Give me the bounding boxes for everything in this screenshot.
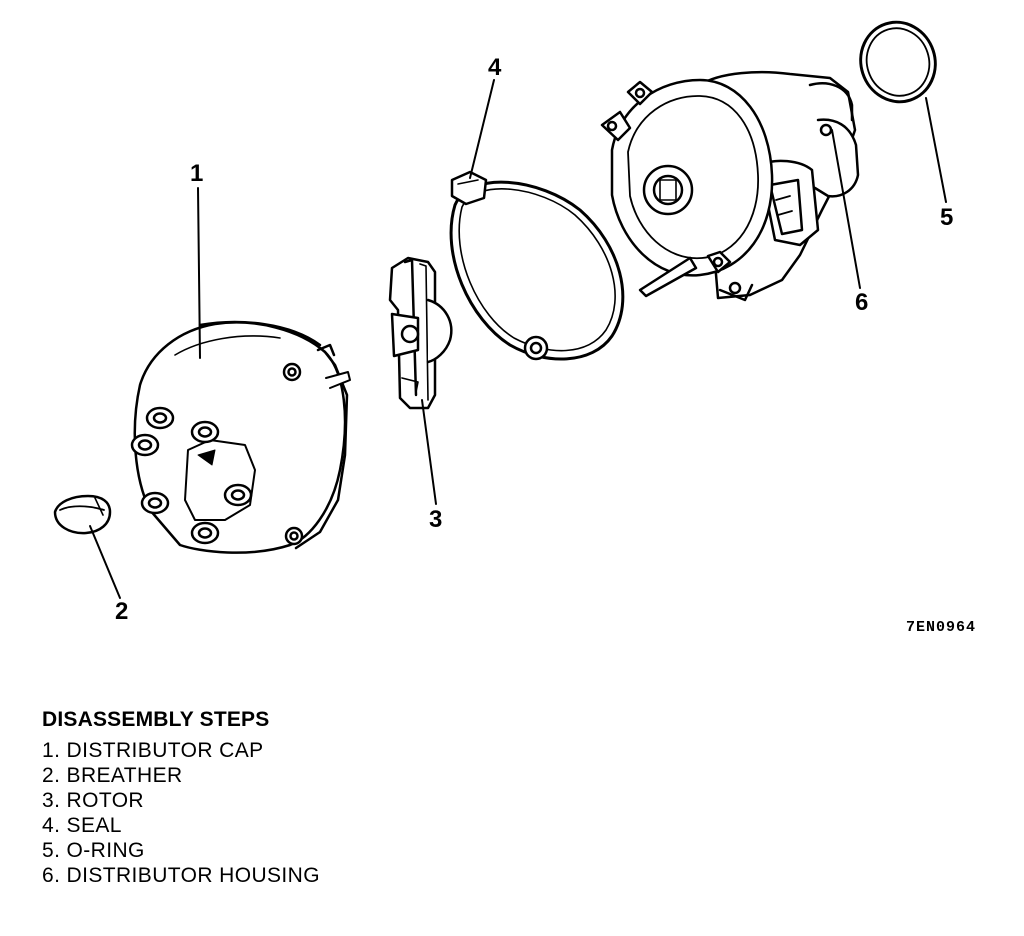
callout-5: 5 (940, 204, 954, 231)
step-item: 1. DISTRIBUTOR CAP (42, 739, 264, 762)
disassembly-steps: DISASSEMBLY STEPS 1. DISTRIBUTOR CAP 2. … (42, 708, 320, 888)
leader-line-6 (831, 129, 861, 289)
step-item: 2. BREATHER (42, 764, 183, 787)
parts-illustration (53, 20, 947, 599)
distributor-housing (600, 70, 860, 302)
callout-3: 3 (429, 506, 443, 533)
steps-title: DISASSEMBLY STEPS (42, 708, 270, 731)
callout-1: 1 (190, 160, 204, 187)
rotor (388, 256, 453, 410)
leader-line-5 (925, 97, 947, 203)
step-item: 5. O-RING (42, 839, 145, 862)
distributor-cap (130, 320, 351, 554)
figure-id: 7EN0964 (906, 619, 977, 636)
seal (449, 170, 625, 361)
callout-6: 6 (855, 289, 869, 316)
step-item: 6. DISTRIBUTOR HOUSING (42, 864, 320, 887)
step-item: 3. ROTOR (42, 789, 144, 812)
callout-2: 2 (115, 598, 129, 625)
o-ring (859, 20, 937, 104)
callout-4: 4 (488, 54, 502, 81)
steps-list: 1. DISTRIBUTOR CAP 2. BREATHER 3. ROTOR … (42, 738, 320, 888)
step-item: 4. SEAL (42, 814, 122, 837)
leader-line-2 (89, 525, 121, 599)
leader-line-1 (197, 187, 201, 359)
breather (53, 494, 112, 535)
leader-line-4 (469, 79, 495, 179)
leader-line-3 (421, 399, 437, 505)
